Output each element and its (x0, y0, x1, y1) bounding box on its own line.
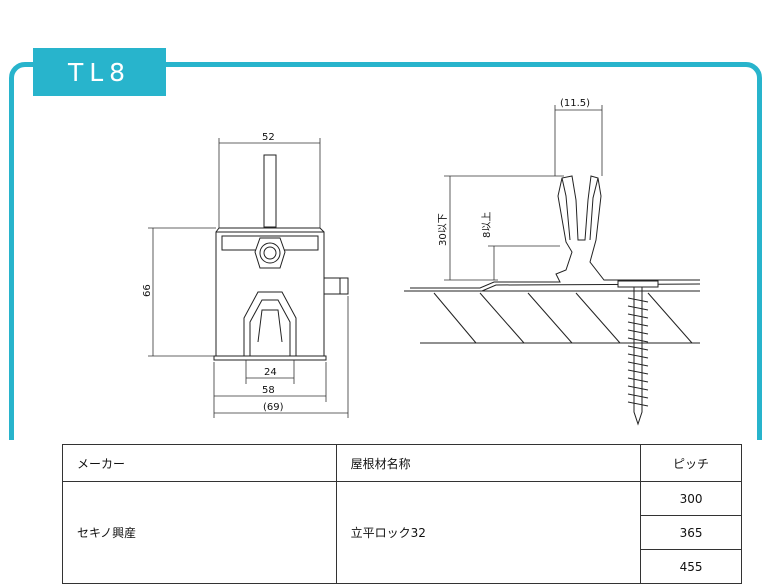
side-view-drawing (404, 175, 701, 426)
dim-seam-width: (11.5) (560, 98, 590, 109)
dim-seam-height: 30以下 (438, 213, 449, 246)
dim-min-height: 8以上 (481, 212, 493, 238)
dim-base-width: 58 (262, 385, 275, 396)
dim-overall-width: (69) (263, 402, 284, 413)
pitch-cell: 300 (640, 481, 742, 516)
dim-height: 66 (142, 284, 153, 297)
side-view-dimensions (444, 105, 603, 281)
pitch-cell: 455 (640, 549, 742, 584)
table-row: 365 (63, 515, 742, 550)
product-title: TL8 (33, 48, 166, 96)
roof-name-cell: 立平ロック32 (335, 481, 642, 584)
compatibility-table: メーカー 屋根材名称 ピッチ セキノ興産 立平ロック32 300 365 455 (62, 444, 742, 584)
header-pitch: ピッチ (640, 444, 742, 482)
table-row: セキノ興産 立平ロック32 300 (62, 481, 742, 584)
technical-drawing: 52 66 24 58 (69) (11.5) 30以下 8以上 (142, 98, 701, 426)
header-maker: メーカー (62, 444, 337, 482)
header-roof-name: 屋根材名称 (335, 444, 642, 482)
front-view-dimensions (148, 138, 349, 418)
pitch-cell: 365 (640, 515, 742, 550)
table-row: 455 (63, 549, 742, 584)
front-view-drawing (213, 154, 349, 361)
maker-cell: セキノ興産 (62, 481, 337, 584)
dim-slot-width: 24 (264, 367, 277, 378)
compatibility-table-area: メーカー 屋根材名称 ピッチ セキノ興産 立平ロック32 300 365 455 (0, 440, 772, 587)
dim-top-width: 52 (262, 132, 275, 143)
table-header-row: メーカー 屋根材名称 ピッチ (62, 444, 742, 482)
